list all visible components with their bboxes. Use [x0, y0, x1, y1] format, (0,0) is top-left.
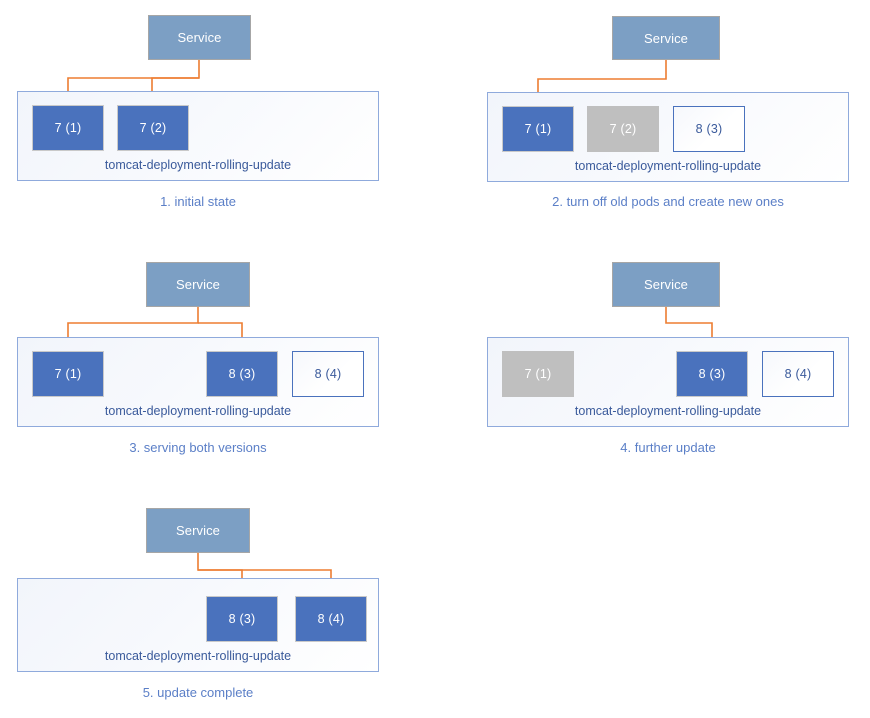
service-box[interactable]: Service — [146, 262, 250, 307]
service-box[interactable]: Service — [612, 262, 720, 307]
pod-label: 7 (1) — [524, 367, 552, 381]
service-box[interactable]: Service — [146, 508, 250, 553]
pod-7-2[interactable]: 7 (2) — [587, 106, 659, 152]
deployment-name-label: tomcat-deployment-rolling-update — [104, 404, 292, 418]
pod-label: 8 (3) — [698, 367, 726, 381]
service-label: Service — [175, 523, 221, 538]
pod-7-1[interactable]: 7 (1) — [502, 106, 574, 152]
service-box[interactable]: Service — [148, 15, 251, 60]
pod-7-2[interactable]: 7 (2) — [117, 105, 189, 151]
pod-label: 8 (4) — [784, 367, 812, 381]
pod-label: 8 (4) — [317, 612, 345, 626]
panel-caption: 2. turn off old pods and create new ones — [552, 194, 784, 209]
service-box[interactable]: Service — [612, 16, 720, 60]
panel-caption: 4. further update — [620, 440, 716, 455]
deployment-name-label: tomcat-deployment-rolling-update — [104, 649, 292, 663]
pod-label: 8 (4) — [314, 367, 342, 381]
pod-8-3[interactable]: 8 (3) — [206, 351, 278, 397]
pod-label: 7 (1) — [54, 121, 82, 135]
pod-label: 7 (2) — [609, 122, 637, 136]
pod-8-3[interactable]: 8 (3) — [206, 596, 278, 642]
pod-label: 7 (1) — [524, 122, 552, 136]
deployment-name-label: tomcat-deployment-rolling-update — [574, 159, 762, 173]
service-label: Service — [643, 30, 689, 46]
service-label: Service — [643, 277, 689, 292]
service-label: Service — [177, 30, 222, 45]
pod-label: 7 (1) — [54, 367, 82, 381]
pod-7-1[interactable]: 7 (1) — [32, 105, 104, 151]
pod-7-1[interactable]: 7 (1) — [32, 351, 104, 397]
panel-caption: 5. update complete — [142, 685, 254, 700]
pod-8-4[interactable]: 8 (4) — [295, 596, 367, 642]
deployment-name-label: tomcat-deployment-rolling-update — [104, 158, 292, 172]
pod-7-1[interactable]: 7 (1) — [502, 351, 574, 397]
service-label: Service — [175, 277, 221, 292]
pod-label: 8 (3) — [228, 612, 256, 626]
pod-label: 8 (3) — [228, 367, 256, 381]
pod-label: 8 (3) — [695, 122, 723, 136]
panel-caption: 3. serving both versions — [129, 440, 267, 455]
pod-8-4[interactable]: 8 (4) — [762, 351, 834, 397]
pod-8-3[interactable]: 8 (3) — [673, 106, 745, 152]
deployment-name-label: tomcat-deployment-rolling-update — [574, 404, 762, 418]
panel-caption: 1. initial state — [160, 194, 236, 209]
pod-8-4[interactable]: 8 (4) — [292, 351, 364, 397]
pod-label: 7 (2) — [139, 121, 167, 135]
pod-8-3[interactable]: 8 (3) — [676, 351, 748, 397]
